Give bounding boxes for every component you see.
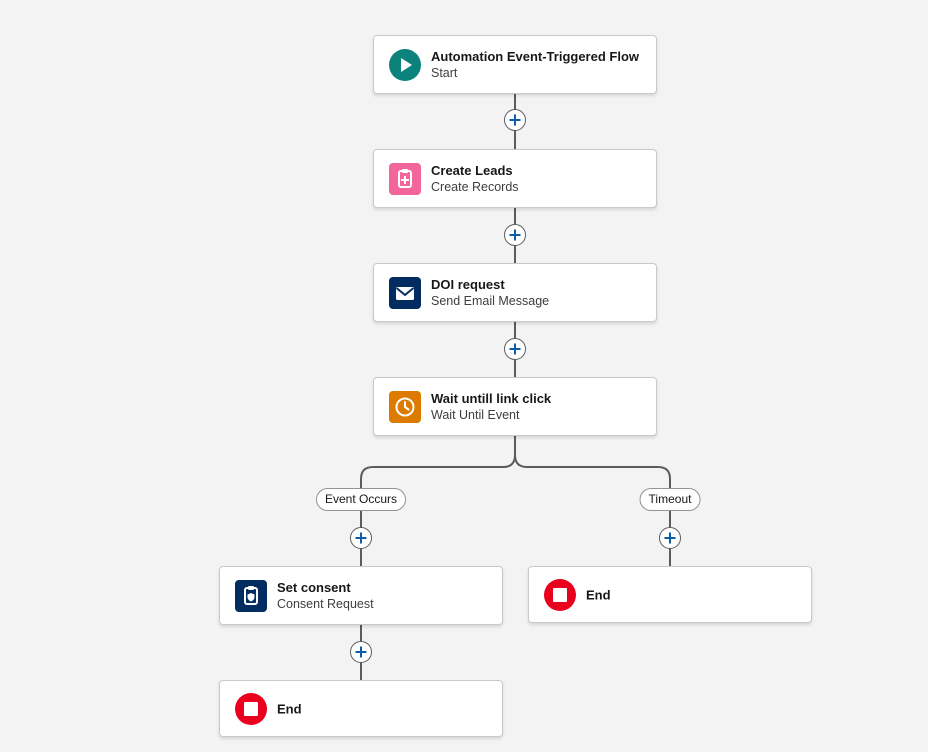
clock-icon <box>389 390 421 423</box>
branch-label-event-occurs[interactable]: Event Occurs <box>315 488 407 511</box>
connector-branch-right <box>514 454 671 566</box>
add-element-button[interactable] <box>504 109 526 131</box>
start-node-title: Automation Event-Triggered Flow <box>431 48 640 64</box>
doi-request-node[interactable]: DOI request Send Email Message <box>373 263 657 322</box>
plus-icon <box>355 532 367 544</box>
connector-branch-left <box>360 454 516 566</box>
add-element-button[interactable] <box>350 527 372 549</box>
email-icon <box>389 276 421 309</box>
stop-icon <box>235 692 267 725</box>
wait-node-subtitle: Wait Until Event <box>431 407 520 422</box>
clipboard-add-icon <box>389 162 421 195</box>
doi-request-subtitle: Send Email Message <box>431 293 550 308</box>
start-node[interactable]: Automation Event-Triggered Flow Start <box>373 35 657 94</box>
end-node-timeout-title: End <box>586 587 611 602</box>
set-consent-title: Set consent <box>277 579 351 595</box>
plus-icon <box>355 646 367 658</box>
create-leads-subtitle: Create Records <box>431 179 519 194</box>
consent-icon <box>235 579 267 612</box>
add-element-button[interactable] <box>504 224 526 246</box>
wait-node[interactable]: Wait untill link click Wait Until Event <box>373 377 657 436</box>
doi-request-title: DOI request <box>431 276 505 292</box>
add-element-button[interactable] <box>504 338 526 360</box>
end-node-consent-title: End <box>277 701 302 716</box>
plus-icon <box>509 343 521 355</box>
create-leads-node[interactable]: Create Leads Create Records <box>373 149 657 208</box>
plus-icon <box>509 229 521 241</box>
set-consent-subtitle: Consent Request <box>277 596 374 611</box>
add-element-button[interactable] <box>350 641 372 663</box>
add-element-button[interactable] <box>659 527 681 549</box>
wait-node-title: Wait untill link click <box>431 390 552 406</box>
set-consent-node[interactable]: Set consent Consent Request <box>219 566 503 625</box>
branch-label-timeout[interactable]: Timeout <box>639 488 701 511</box>
create-leads-title: Create Leads <box>431 162 513 178</box>
stop-icon <box>544 578 576 611</box>
start-node-subtitle: Start <box>431 65 458 80</box>
plus-icon <box>664 532 676 544</box>
end-node-consent[interactable]: End <box>219 680 503 737</box>
plus-icon <box>509 114 521 126</box>
end-node-timeout[interactable]: End <box>528 566 812 623</box>
play-icon <box>389 48 421 81</box>
